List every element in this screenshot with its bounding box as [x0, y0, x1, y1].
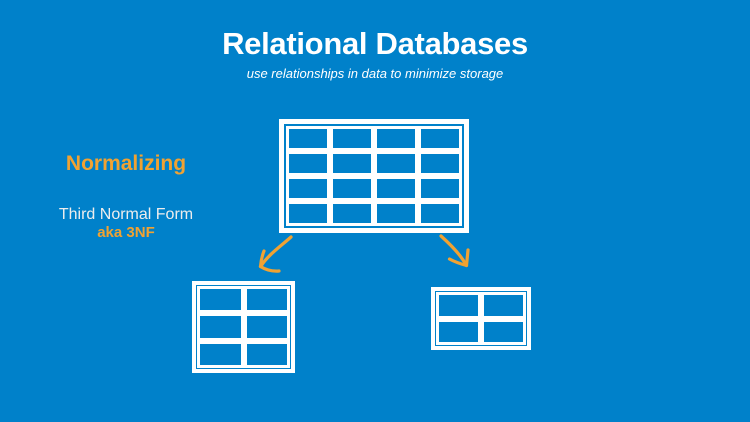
slide-subtitle: use relationships in data to minimize st…	[246, 66, 504, 81]
table-cell	[418, 201, 462, 226]
right-child-table	[431, 287, 531, 350]
normalizing-heading: Normalizing	[65, 152, 187, 175]
table-cell	[481, 318, 526, 345]
table-cell	[197, 313, 244, 341]
left-panel: Normalizing Third Normal Form aka 3NF	[30, 152, 222, 241]
right-arrow-icon	[439, 234, 470, 268]
table-cell	[481, 292, 526, 319]
table-cell	[330, 151, 374, 176]
table-cell	[243, 313, 290, 341]
table-cell	[418, 151, 462, 176]
table-cell	[436, 292, 481, 319]
left-child-table	[192, 281, 295, 373]
table-cell	[286, 151, 330, 176]
table-cell	[374, 176, 418, 201]
table-cell	[286, 176, 330, 201]
table-cell	[243, 340, 290, 368]
table-cell	[436, 318, 481, 345]
table-cell	[418, 176, 462, 201]
table-cell	[374, 201, 418, 226]
table-cell	[286, 126, 330, 151]
table-cell	[286, 201, 330, 226]
table-cell	[243, 286, 290, 314]
table-cell	[330, 126, 374, 151]
table-cell	[374, 151, 418, 176]
table-cell	[197, 286, 244, 314]
slide-title: Relational Databases	[222, 26, 528, 61]
third-normal-form-label: Third Normal Form	[58, 206, 194, 223]
aka-3nf-label: aka 3NF	[97, 224, 155, 241]
table-cell	[197, 340, 244, 368]
main-table	[279, 119, 469, 233]
table-cell	[330, 176, 374, 201]
left-arrow-icon	[258, 235, 293, 273]
table-cell	[374, 126, 418, 151]
table-cell	[418, 126, 462, 151]
table-cell	[330, 201, 374, 226]
